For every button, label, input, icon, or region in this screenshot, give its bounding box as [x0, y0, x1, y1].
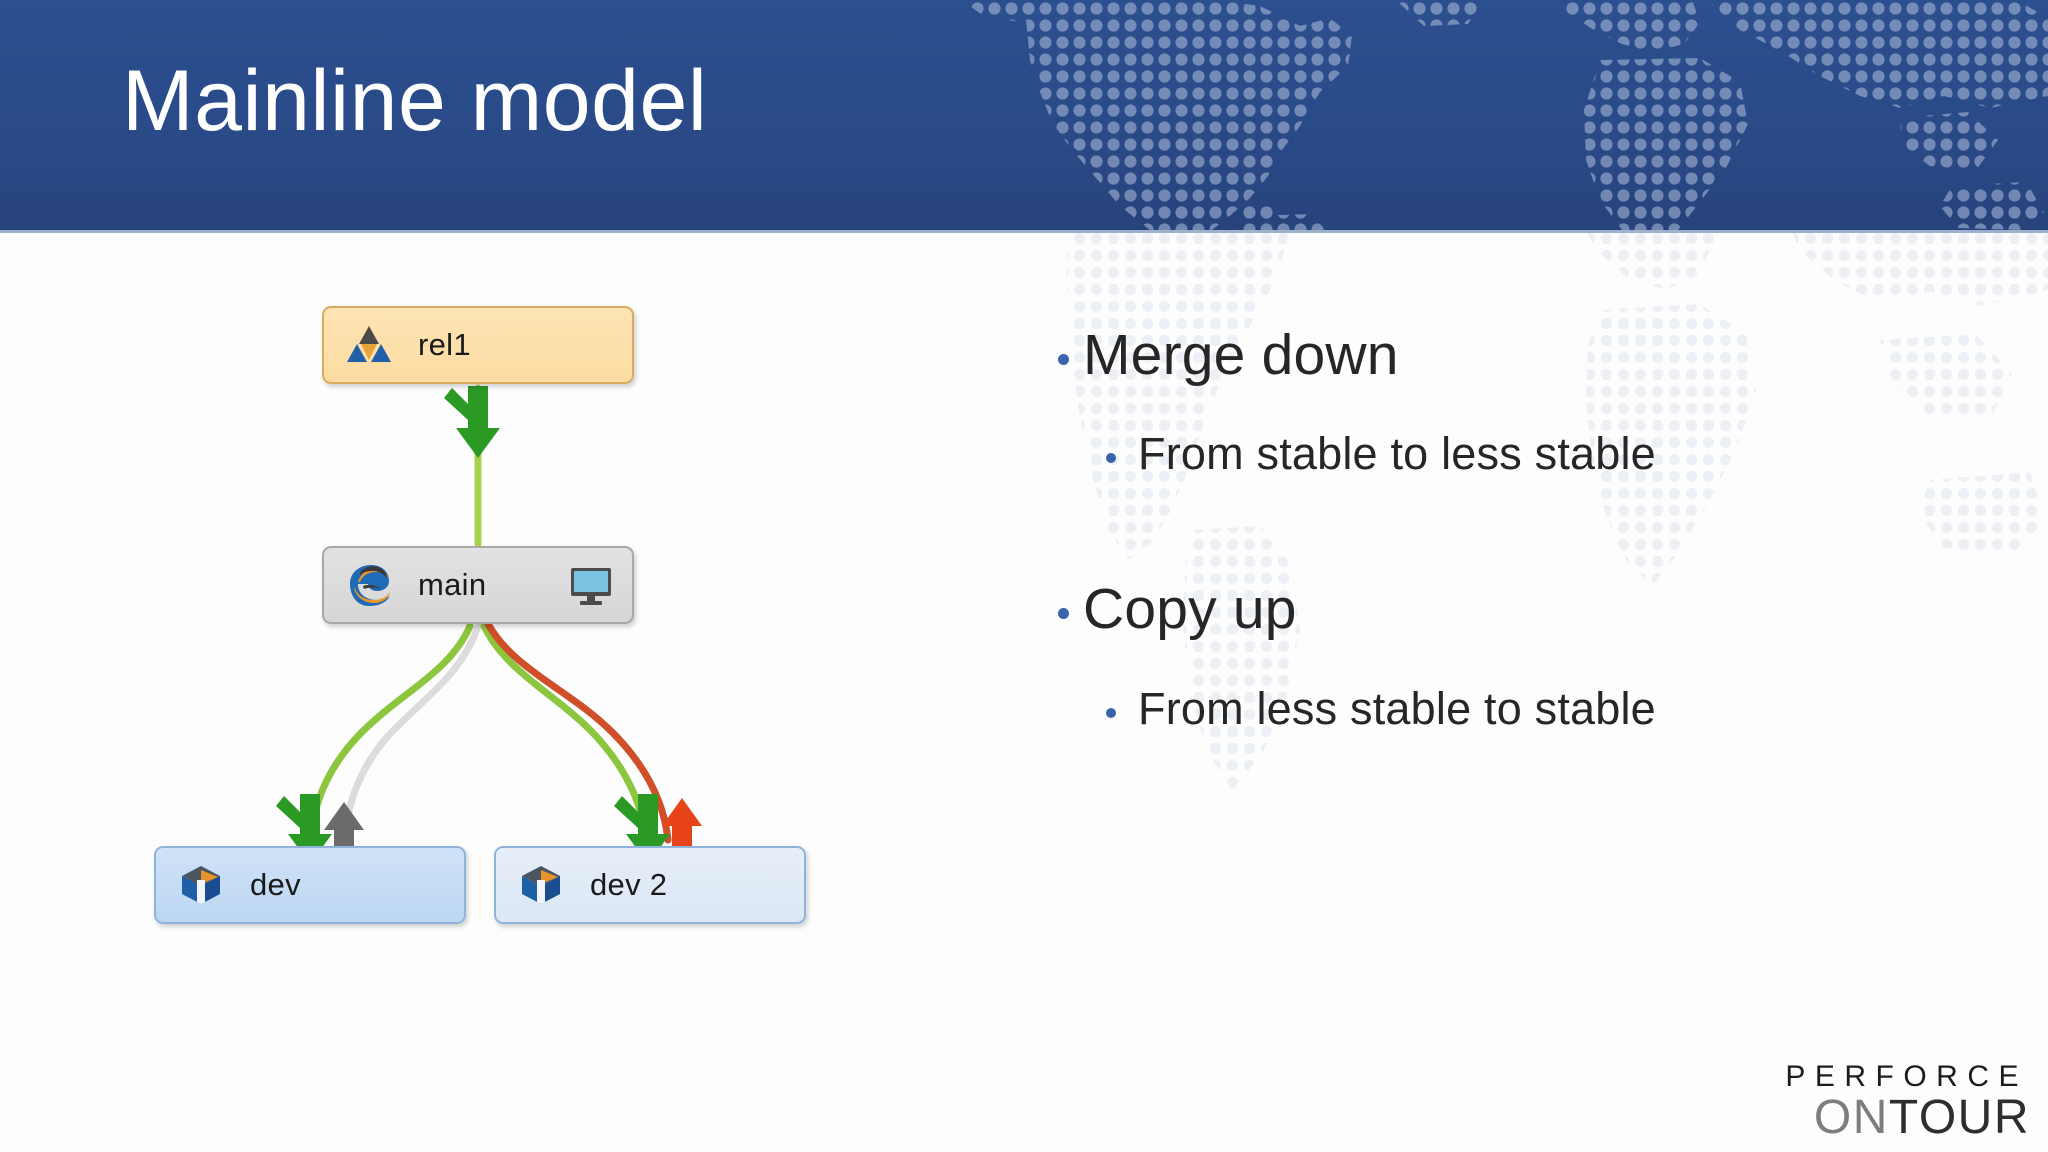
slide-header: Mainline model: [0, 0, 2048, 230]
branch-node-rel1[interactable]: rel1: [322, 306, 634, 384]
bullet-level2: From stable to less stable: [1106, 427, 1938, 480]
bullet-dot-icon: [1106, 453, 1116, 464]
bullet-level2-text: From less stable to stable: [1138, 682, 1656, 734]
branch-node-label: main: [418, 567, 487, 602]
logo-on-text: ON: [1813, 1091, 1889, 1144]
bullet-level1: Merge down: [1058, 322, 1938, 389]
bullet-dot-icon: [1058, 354, 1069, 365]
green-down-arrow-rel1: [444, 386, 500, 458]
release-triangles-icon: [347, 326, 391, 362]
logo-tour-text: TOUR: [1888, 1091, 2030, 1144]
branch-node-label: rel1: [418, 327, 471, 362]
monitor-icon: [571, 568, 611, 605]
bullet-group-merge-down: Merge down From stable to less stable: [1058, 322, 1938, 480]
header-underline: [0, 230, 2048, 233]
logo-on-tour: ONTOUR: [1785, 1094, 2030, 1142]
branch-node-main[interactable]: main: [322, 546, 634, 624]
edge-main-dev2: [480, 622, 650, 844]
edge-dev2-main: [484, 620, 672, 844]
branch-edges: [276, 384, 702, 873]
bullet-list: Merge down From stable to less stable Co…: [1058, 322, 1938, 735]
logo-perforce-text: PERFORCE: [1785, 1060, 2028, 1093]
perforce-on-tour-logo: PERFORCE ONTOUR: [1785, 1062, 2030, 1142]
bullet-level2: From less stable to stable: [1106, 682, 1938, 735]
bullet-level2-text: From stable to less stable: [1138, 428, 1656, 480]
bullet-dot-icon: [1106, 707, 1116, 718]
branch-node-label: dev: [250, 867, 301, 902]
branch-node-dev2[interactable]: dev 2: [494, 846, 806, 924]
edge-dev-main: [340, 622, 482, 844]
branch-node-label: dev 2: [590, 867, 668, 902]
dev-cube-icon: [522, 866, 560, 904]
bullet-group-copy-up: Copy up From less stable to stable: [1058, 576, 1938, 734]
branch-node-dev[interactable]: dev: [154, 846, 466, 924]
branch-diagram: rel1 main: [150, 300, 950, 1050]
page-title: Mainline model: [122, 53, 708, 149]
bullet-level1-text: Merge down: [1083, 323, 1399, 387]
mainline-swirl-icon: [350, 565, 390, 606]
bullet-level1: Copy up: [1058, 576, 1938, 643]
bullet-dot-icon: [1058, 608, 1069, 620]
bullet-level1-text: Copy up: [1083, 577, 1297, 642]
dev-cube-icon: [182, 866, 220, 904]
